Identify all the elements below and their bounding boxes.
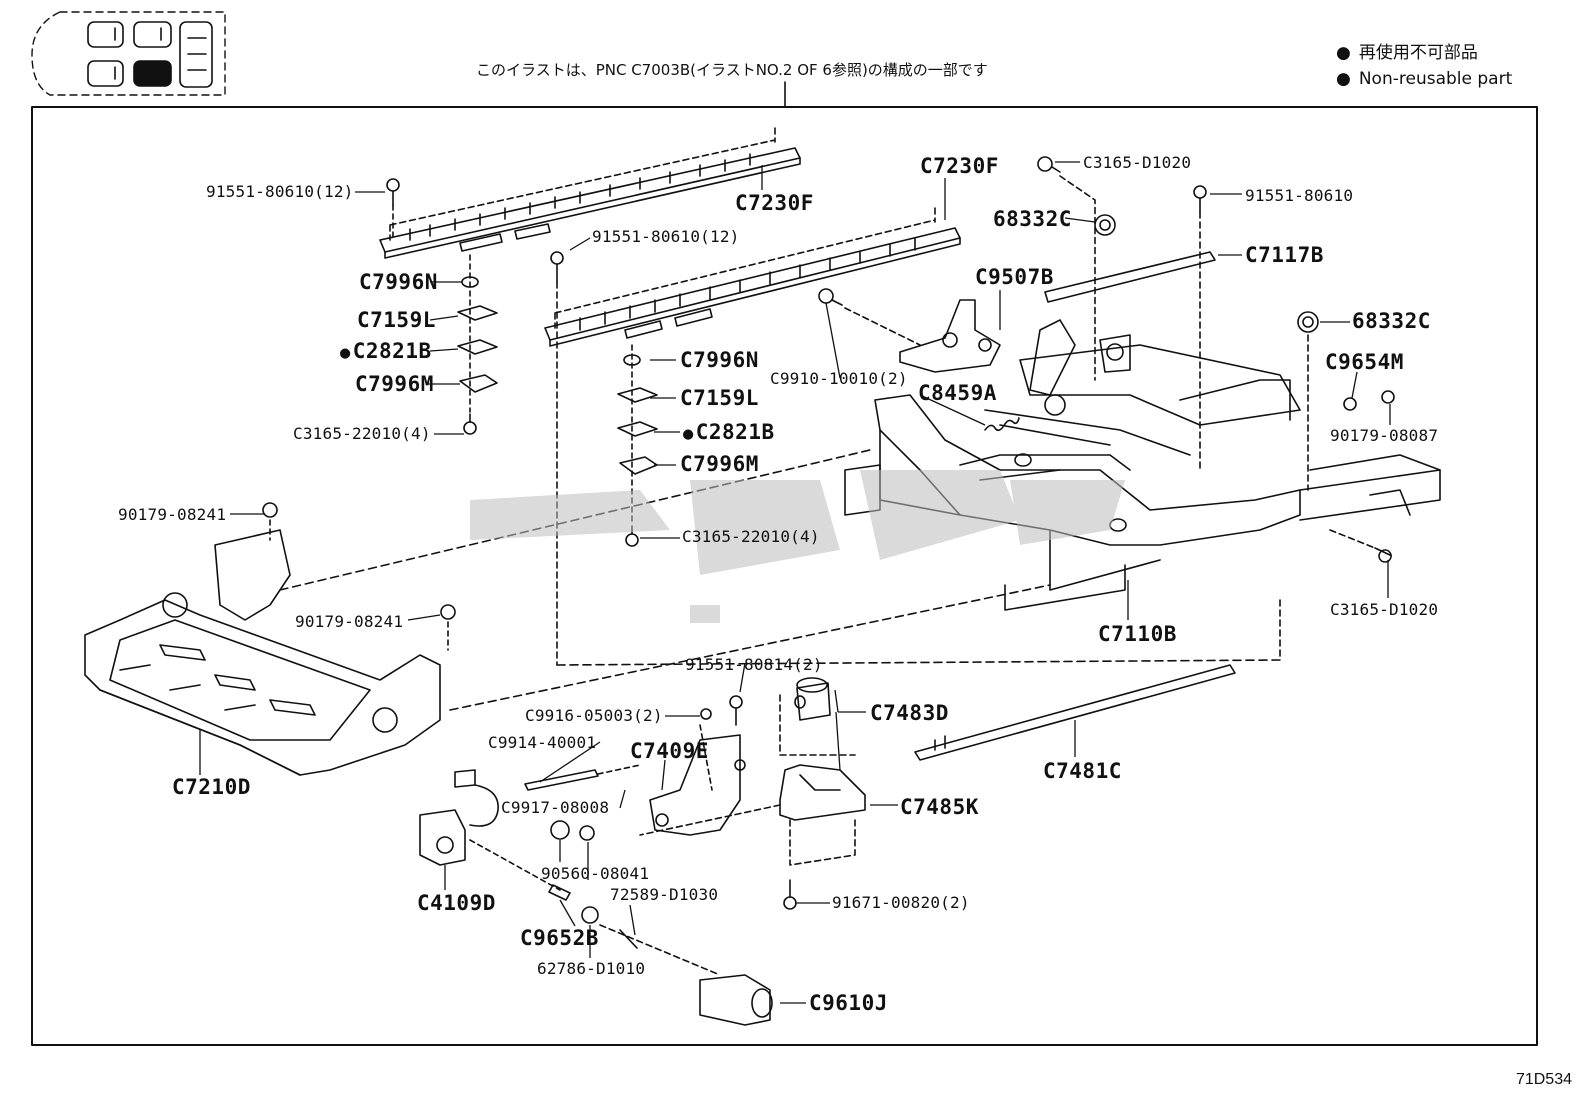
shaft-c7481c [914, 599, 1281, 761]
part-label[interactable]: C8459A [918, 381, 997, 405]
bracket-c7409e [649, 695, 746, 836]
illustration-code: 71D534 [1515, 1071, 1572, 1088]
part-label[interactable]: 68332C [1352, 309, 1431, 333]
part-label[interactable]: C7210D [172, 775, 251, 799]
seat-position-icon [31, 11, 226, 96]
part-label[interactable]: 91551-80814(2) [685, 655, 823, 674]
rail-c7230f-upper [379, 127, 801, 259]
part-label[interactable]: 68332C [993, 207, 1072, 231]
part-label[interactable]: C3165-22010(4) [682, 527, 820, 546]
illustration-caption: このイラストは、PNC C7003B(イラストNO.2 OF 6参照)の構成の一… [476, 61, 988, 79]
part-label[interactable]: C3165-D1020 [1083, 153, 1192, 172]
right-fasteners [1037, 156, 1395, 563]
part-label[interactable]: C7159L [680, 386, 759, 410]
part-label[interactable]: C7485K [900, 795, 979, 819]
part-label[interactable]: 90179-08087 [1330, 426, 1439, 445]
part-label[interactable]: 62786-D1010 [537, 959, 646, 978]
part-label[interactable]: C3165-22010(4) [293, 424, 431, 443]
part-label[interactable]: C3165-D1020 [1330, 600, 1439, 619]
lock-bracket [818, 288, 1020, 432]
part-label[interactable]: C9507B [975, 265, 1054, 289]
part-label[interactable]: C7996N [359, 270, 438, 294]
part-label[interactable]: C7996M [680, 452, 759, 476]
part-label[interactable]: C7117B [1245, 243, 1324, 267]
part-label[interactable]: 91551-80610 [1245, 186, 1354, 205]
rail-c7230f-lower [544, 207, 961, 347]
part-label[interactable]: 90179-08241 [118, 505, 227, 524]
legend-en: Non-reusable part [1336, 66, 1512, 92]
legend-jp: 再使用不可部品 [1336, 40, 1512, 66]
part-label[interactable]: C7996N [680, 348, 759, 372]
part-label[interactable]: C9914-40001 [488, 733, 597, 752]
part-label[interactable]: 90560-08041 [541, 864, 650, 883]
part-label[interactable]: C7230F [920, 154, 999, 178]
legend: 再使用不可部品 Non-reusable part [1336, 40, 1512, 92]
part-label[interactable]: C9910-10010(2) [770, 369, 908, 388]
highlighted-seat-icon [133, 60, 172, 87]
part-label[interactable]: C9610J [809, 991, 888, 1015]
part-label[interactable]: C7230F [735, 191, 814, 215]
left-slider-stack [386, 178, 498, 435]
part-label[interactable]: C7483D [870, 701, 949, 725]
part-label[interactable]: C7409E [630, 739, 709, 763]
gear-bracket [639, 677, 866, 866]
part-label[interactable]: C9652B [520, 926, 599, 950]
part-label[interactable]: C9916-05003(2) [525, 706, 663, 725]
part-label[interactable]: 72589-D1030 [610, 885, 719, 904]
part-label[interactable]: C9654M [1325, 350, 1404, 374]
part-label[interactable]: 91551-80610(12) [592, 227, 740, 246]
part-label[interactable]: C7110B [1098, 622, 1177, 646]
part-label[interactable]: C7481C [1043, 759, 1122, 783]
part-label-nonreusable[interactable]: C2821B [683, 420, 775, 446]
part-label[interactable]: 90179-08241 [295, 612, 404, 631]
part-label[interactable]: 91551-80610(12) [206, 182, 354, 201]
part-label-nonreusable[interactable]: C2821B [340, 339, 432, 365]
part-label[interactable]: 91671-00820(2) [832, 893, 970, 912]
part-label[interactable]: C7159L [357, 308, 436, 332]
part-label[interactable]: C4109D [417, 891, 496, 915]
part-label[interactable]: C7996M [355, 372, 434, 396]
part-label[interactable]: C9917-08008 [501, 798, 610, 817]
